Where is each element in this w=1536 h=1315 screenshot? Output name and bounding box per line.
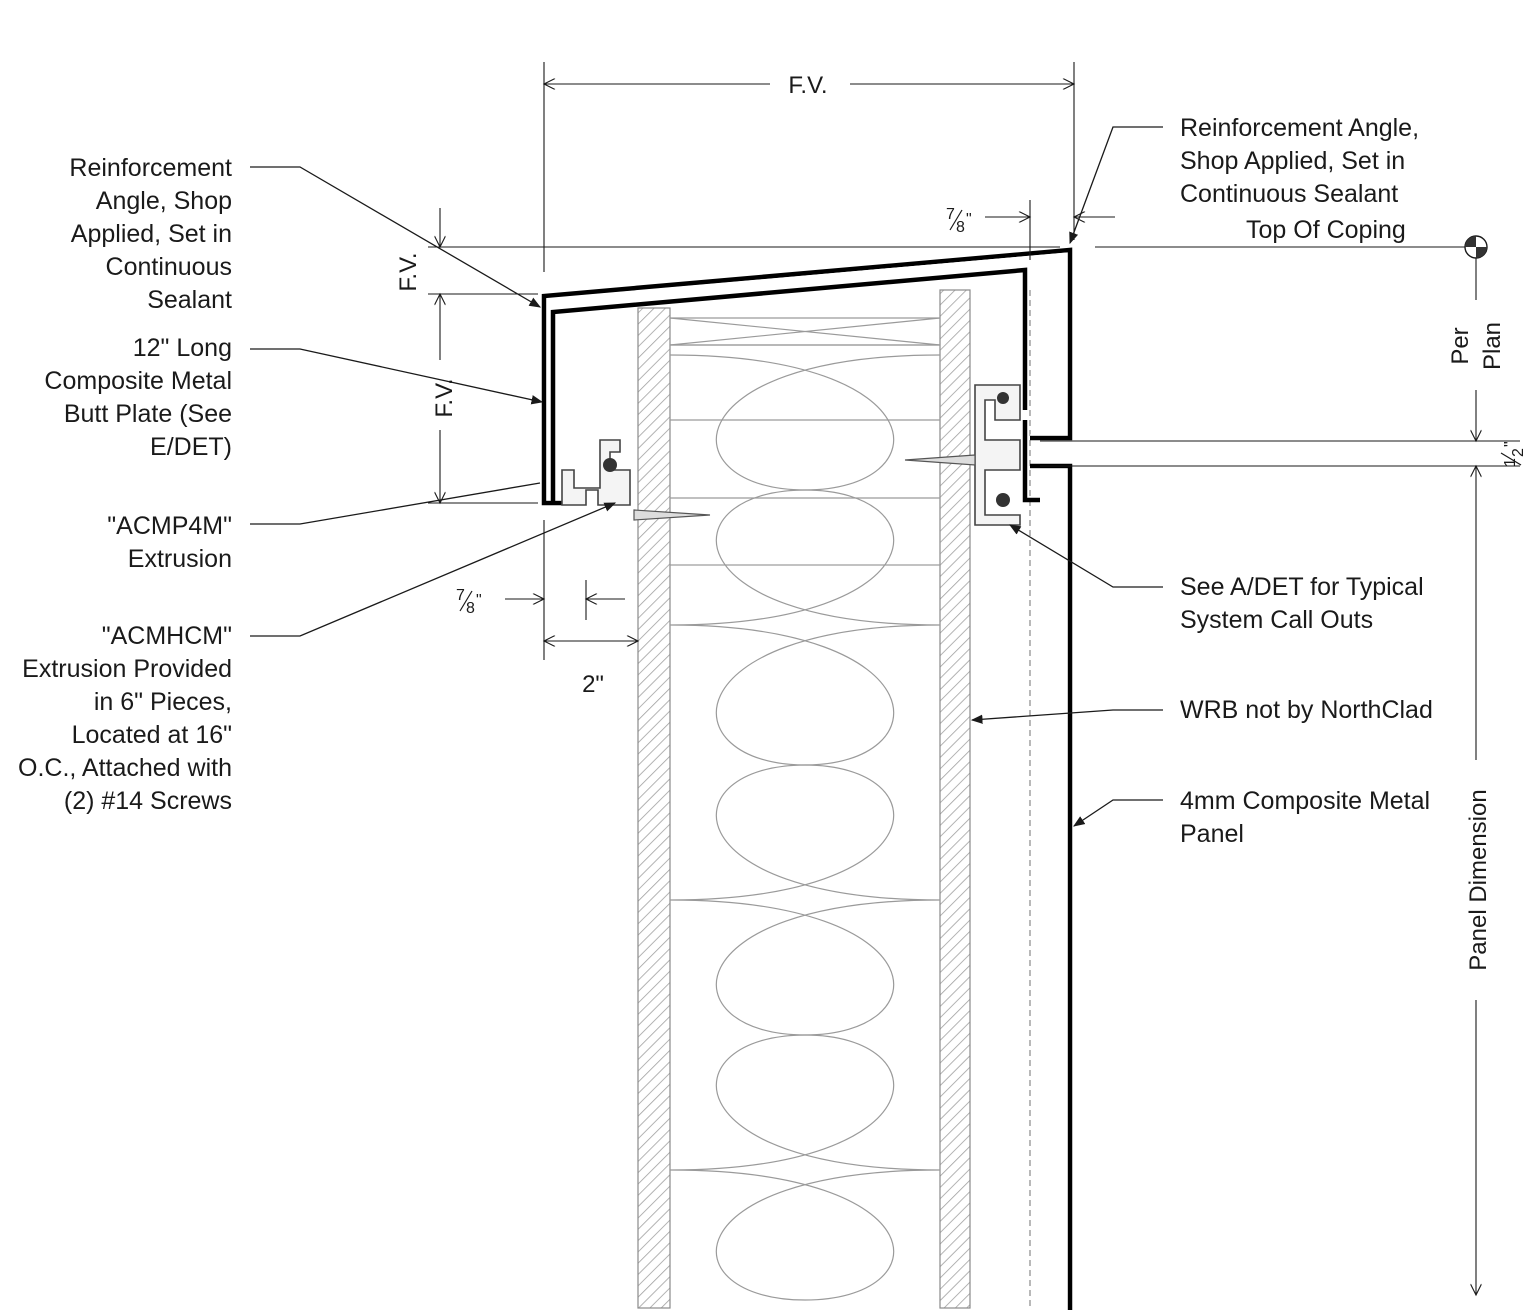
callout-wrb: WRB not by NorthClad [970, 696, 1433, 724]
svg-text:7: 7 [946, 206, 955, 223]
dim-two-inch-text: 2" [582, 671, 604, 698]
svg-text:12" Long: 12" Long [133, 334, 232, 362]
composite-panel [1030, 463, 1073, 1310]
dim-fv-top: F.V. [544, 62, 1074, 272]
dim-fv-top-text: F.V. [788, 72, 827, 99]
svg-text:Sealant: Sealant [147, 286, 232, 314]
svg-text:in 6" Pieces,: in 6" Pieces, [94, 688, 232, 716]
coping-cap [541, 247, 1073, 1310]
panel-dimension-text: Panel Dimension [1465, 789, 1492, 970]
callout-panel: 4mm Composite Metal Panel [1073, 787, 1430, 848]
svg-text:2: 2 [1510, 448, 1527, 457]
dim-fv-left-upper-text: F.V. [395, 252, 422, 291]
batt-insulation [669, 354, 941, 1301]
dim-seven-eighths-top: 7 8 " [946, 200, 1115, 260]
svg-text:Reinforcement: Reinforcement [69, 154, 232, 182]
sheathing-left [637, 307, 671, 1309]
svg-text:Angle, Shop: Angle, Shop [96, 187, 232, 215]
per-plan-line2: Plan [1479, 322, 1506, 370]
dim-seven-eighths-bottom: 7 8 " [456, 520, 625, 660]
dim-two-inch: 2" [544, 641, 638, 698]
svg-text:Continuous Sealant: Continuous Sealant [1180, 180, 1398, 208]
svg-text:"ACMHCM": "ACMHCM" [102, 622, 232, 650]
svg-text:": " [476, 592, 482, 609]
svg-text:WRB not by NorthClad: WRB not by NorthClad [1180, 696, 1433, 724]
svg-text:7: 7 [456, 587, 465, 604]
acmp4m-extrusion-shape [561, 439, 631, 506]
per-plan-line1: Per [1447, 327, 1474, 364]
svg-text:Panel: Panel [1180, 820, 1244, 848]
svg-text:Located at 16": Located at 16" [72, 721, 232, 749]
svg-text:Butt Plate (See: Butt Plate (See [64, 400, 232, 428]
svg-text:O.C., Attached with: O.C., Attached with [18, 754, 232, 782]
callout-reinforcement-angle-left: Reinforcement Angle, Shop Applied, Set i… [69, 154, 542, 314]
svg-text:Reinforcement Angle,: Reinforcement Angle, [1180, 114, 1419, 142]
dim-right: Per Plan 1 2 " Panel Dimension [1040, 235, 1527, 1295]
svg-text:Applied, Set in: Applied, Set in [71, 220, 232, 248]
dim-fv-left-lower-text: F.V. [431, 378, 458, 417]
svg-text:Extrusion: Extrusion [128, 545, 232, 573]
callout-reinforcement-angle-right: Reinforcement Angle, Shop Applied, Set i… [1069, 114, 1419, 245]
svg-text:Extrusion Provided: Extrusion Provided [22, 655, 232, 683]
sheathing-right [939, 289, 971, 1309]
callout-butt-plate: 12" Long Composite Metal Butt Plate (See… [44, 334, 544, 461]
svg-text:Composite Metal: Composite Metal [44, 367, 232, 395]
callout-acmhcm: "ACMHCM" Extrusion Provided in 6" Pieces… [18, 502, 617, 815]
screw-left [633, 509, 711, 521]
svg-text:8: 8 [956, 219, 965, 236]
svg-text:4mm Composite Metal: 4mm Composite Metal [1180, 787, 1430, 815]
right-extrusion-shape [974, 384, 1021, 526]
svg-text:E/DET): E/DET) [150, 433, 232, 461]
svg-text:System Call Outs: System Call Outs [1180, 606, 1373, 634]
wall-assembly [637, 289, 1031, 1310]
callout-see-a-det: See A/DET for Typical System Call Outs [1008, 524, 1424, 634]
svg-text:": " [966, 211, 972, 228]
svg-text:": " [1502, 441, 1519, 447]
svg-text:"ACMP4M": "ACMP4M" [107, 512, 232, 540]
svg-text:(2) #14 Screws: (2) #14 Screws [64, 787, 232, 815]
svg-text:See A/DET for Typical: See A/DET for Typical [1180, 573, 1424, 601]
svg-text:8: 8 [466, 600, 475, 617]
callout-acmp4m: "ACMP4M" Extrusion [107, 482, 541, 573]
top-of-coping-label: Top Of Coping [1246, 216, 1406, 244]
svg-text:Shop Applied, Set in: Shop Applied, Set in [1180, 147, 1405, 175]
svg-text:Continuous: Continuous [106, 253, 232, 281]
svg-text:1: 1 [1502, 458, 1519, 467]
dim-fv-left: F.V. F.V. [395, 208, 1060, 503]
